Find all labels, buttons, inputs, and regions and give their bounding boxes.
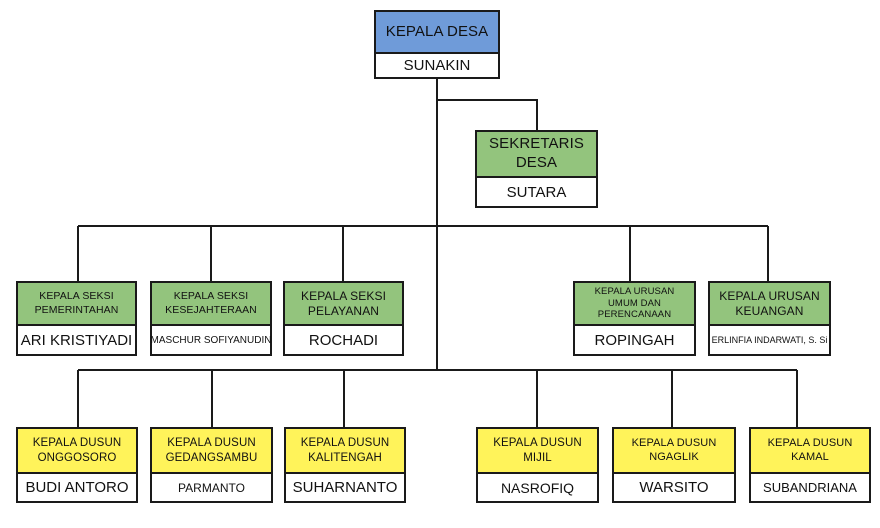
dusun-node: KEPALA DUSUN GEDANGSAMBU PARMANTO [150, 427, 273, 503]
dusun-name: WARSITO [612, 474, 736, 503]
dusun-role: KEPALA DUSUN KALITENGAH [284, 427, 406, 474]
dusun-name: PARMANTO [150, 474, 273, 503]
dusun-node: KEPALA DUSUN MIJIL NASROFIQ [476, 427, 599, 503]
dusun-name: SUBANDRIANA [749, 474, 871, 503]
dusun-name: SUHARNANTO [284, 474, 406, 503]
dusun-node: KEPALA DUSUN NGAGLIK WARSITO [612, 427, 736, 503]
head-name: SUNAKIN [374, 54, 500, 79]
affairs-node: KEPALA URUSAN KEUANGAN ERLINFIA INDARWAT… [708, 281, 831, 356]
section-role: KEPALA SEKSI PEMERINTAHAN [16, 281, 137, 326]
secretary-node: SEKRETARIS DESA SUTARA [475, 130, 598, 208]
section-name: ARI KRISTIYADI [16, 326, 137, 356]
head-node: KEPALA DESA SUNAKIN [374, 10, 500, 79]
affairs-name: ROPINGAH [573, 326, 696, 356]
section-node: KEPALA SEKSI PELAYANAN ROCHADI [283, 281, 404, 356]
dusun-role: KEPALA DUSUN ONGGOSORO [16, 427, 138, 474]
dusun-node: KEPALA DUSUN KALITENGAH SUHARNANTO [284, 427, 406, 503]
dusun-node: KEPALA DUSUN KAMAL SUBANDRIANA [749, 427, 871, 503]
section-name: ROCHADI [283, 326, 404, 356]
section-name: MASCHUR SOFIYANUDIN [150, 326, 272, 356]
dusun-role: KEPALA DUSUN GEDANGSAMBU [150, 427, 273, 474]
head-role: KEPALA DESA [374, 10, 500, 54]
dusun-node: KEPALA DUSUN ONGGOSORO BUDI ANTORO [16, 427, 138, 503]
dusun-role: KEPALA DUSUN KAMAL [749, 427, 871, 474]
section-role: KEPALA SEKSI KESEJAHTERAAN [150, 281, 272, 326]
dusun-role: KEPALA DUSUN MIJIL [476, 427, 599, 474]
dusun-name: NASROFIQ [476, 474, 599, 503]
affairs-node: KEPALA URUSAN UMUM DAN PERENCANAAN ROPIN… [573, 281, 696, 356]
affairs-role: KEPALA URUSAN UMUM DAN PERENCANAAN [573, 281, 696, 326]
affairs-name: ERLINFIA INDARWATI, S. Si [708, 326, 831, 356]
secretary-role: SEKRETARIS DESA [475, 130, 598, 178]
section-node: KEPALA SEKSI PEMERINTAHAN ARI KRISTIYADI [16, 281, 137, 356]
connector-secretary [437, 99, 538, 130]
section-role: KEPALA SEKSI PELAYANAN [283, 281, 404, 326]
secretary-name: SUTARA [475, 178, 598, 208]
dusun-role: KEPALA DUSUN NGAGLIK [612, 427, 736, 474]
affairs-role: KEPALA URUSAN KEUANGAN [708, 281, 831, 326]
dusun-name: BUDI ANTORO [16, 474, 138, 503]
section-node: KEPALA SEKSI KESEJAHTERAAN MASCHUR SOFIY… [150, 281, 272, 356]
